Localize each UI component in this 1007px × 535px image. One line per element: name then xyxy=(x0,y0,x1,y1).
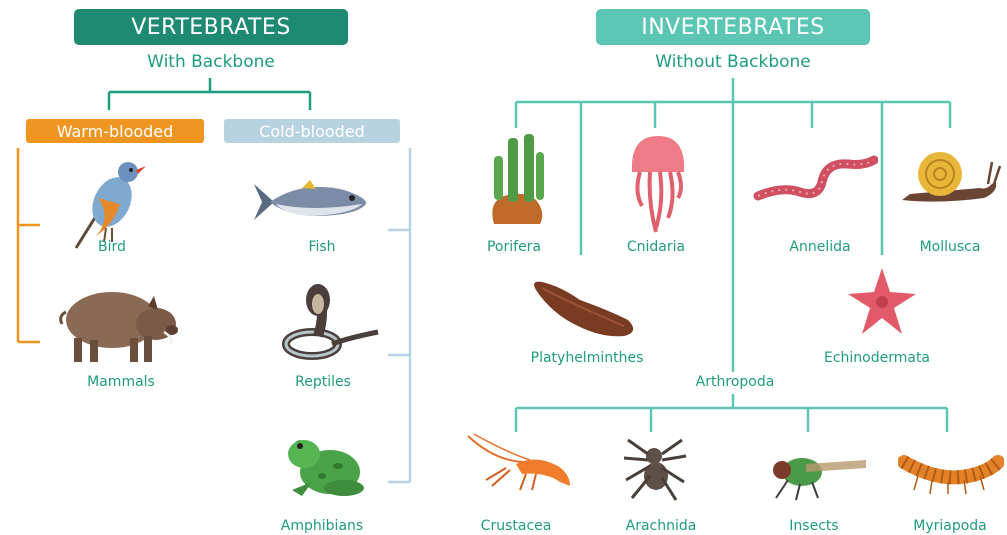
crustacea-label: Crustacea xyxy=(481,518,552,534)
cobra-icon xyxy=(282,282,380,364)
millipede-icon xyxy=(898,450,1004,496)
bird-icon xyxy=(68,158,148,250)
fish-label: Fish xyxy=(308,239,335,255)
porifera-label: Porifera xyxy=(487,239,541,255)
starfish-icon xyxy=(846,266,918,338)
vertebrates-header: VERTEBRATES xyxy=(74,9,348,45)
fly-icon xyxy=(766,446,868,502)
boar-icon xyxy=(56,282,180,366)
cnidaria-label: Cnidaria xyxy=(627,239,685,255)
insects-label: Insects xyxy=(789,518,838,534)
invertebrates-subtitle: Without Backbone xyxy=(596,52,870,72)
echinodermata-label: Echinodermata xyxy=(824,350,930,366)
platyhelminthes-label: Platyhelminthes xyxy=(531,350,644,366)
snail-icon xyxy=(900,148,1002,206)
mollusca-label: Mollusca xyxy=(920,239,981,255)
arachnida-label: Arachnida xyxy=(626,518,697,534)
myriapoda-label: Myriapoda xyxy=(913,518,987,534)
sponge-icon xyxy=(484,130,550,226)
flatworm-icon xyxy=(528,276,638,342)
spider-icon xyxy=(622,436,688,502)
vertebrates-subtitle: With Backbone xyxy=(74,52,348,72)
cold-blooded-label: Cold-blooded xyxy=(224,119,400,143)
mammals-label: Mammals xyxy=(87,374,155,390)
annelida-label: Annelida xyxy=(789,239,850,255)
amphibians-label: Amphibians xyxy=(281,518,363,534)
frog-icon xyxy=(282,432,366,502)
reptiles-label: Reptiles xyxy=(295,374,351,390)
worm-icon xyxy=(752,146,878,204)
warm-blooded-label: Warm-blooded xyxy=(26,119,204,143)
jellyfish-icon xyxy=(628,132,688,236)
invertebrates-header: INVERTEBRATES xyxy=(596,9,870,45)
fish-icon xyxy=(252,180,370,224)
arthropoda-label: Arthropoda xyxy=(696,374,775,390)
shrimp-icon xyxy=(466,432,576,494)
bird-label: Bird xyxy=(98,239,126,255)
